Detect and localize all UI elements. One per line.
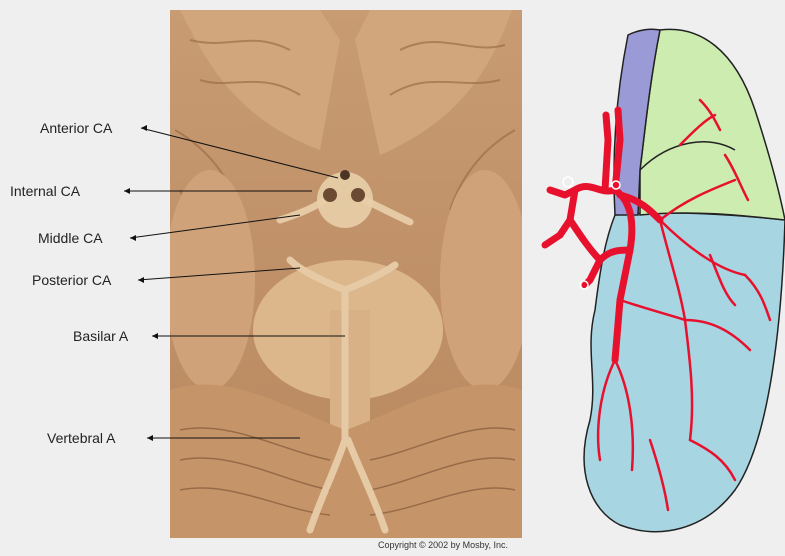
label-vertebral-a: Vertebral A [47, 430, 116, 446]
middle-territory-region [584, 213, 785, 532]
copyright-notice: Copyright © 2002 by Mosby, Inc. [378, 540, 508, 550]
brain-specimen-photo [170, 10, 522, 538]
label-internal-ca: Internal CA [10, 183, 80, 199]
label-posterior-ca: Posterior CA [32, 272, 111, 288]
territory-illustration [520, 20, 785, 540]
label-middle-ca: Middle CA [38, 230, 103, 246]
posterior-territory-region [640, 29, 785, 220]
label-anterior-ca: Anterior CA [40, 120, 112, 136]
label-basilar-a: Basilar A [73, 328, 128, 344]
